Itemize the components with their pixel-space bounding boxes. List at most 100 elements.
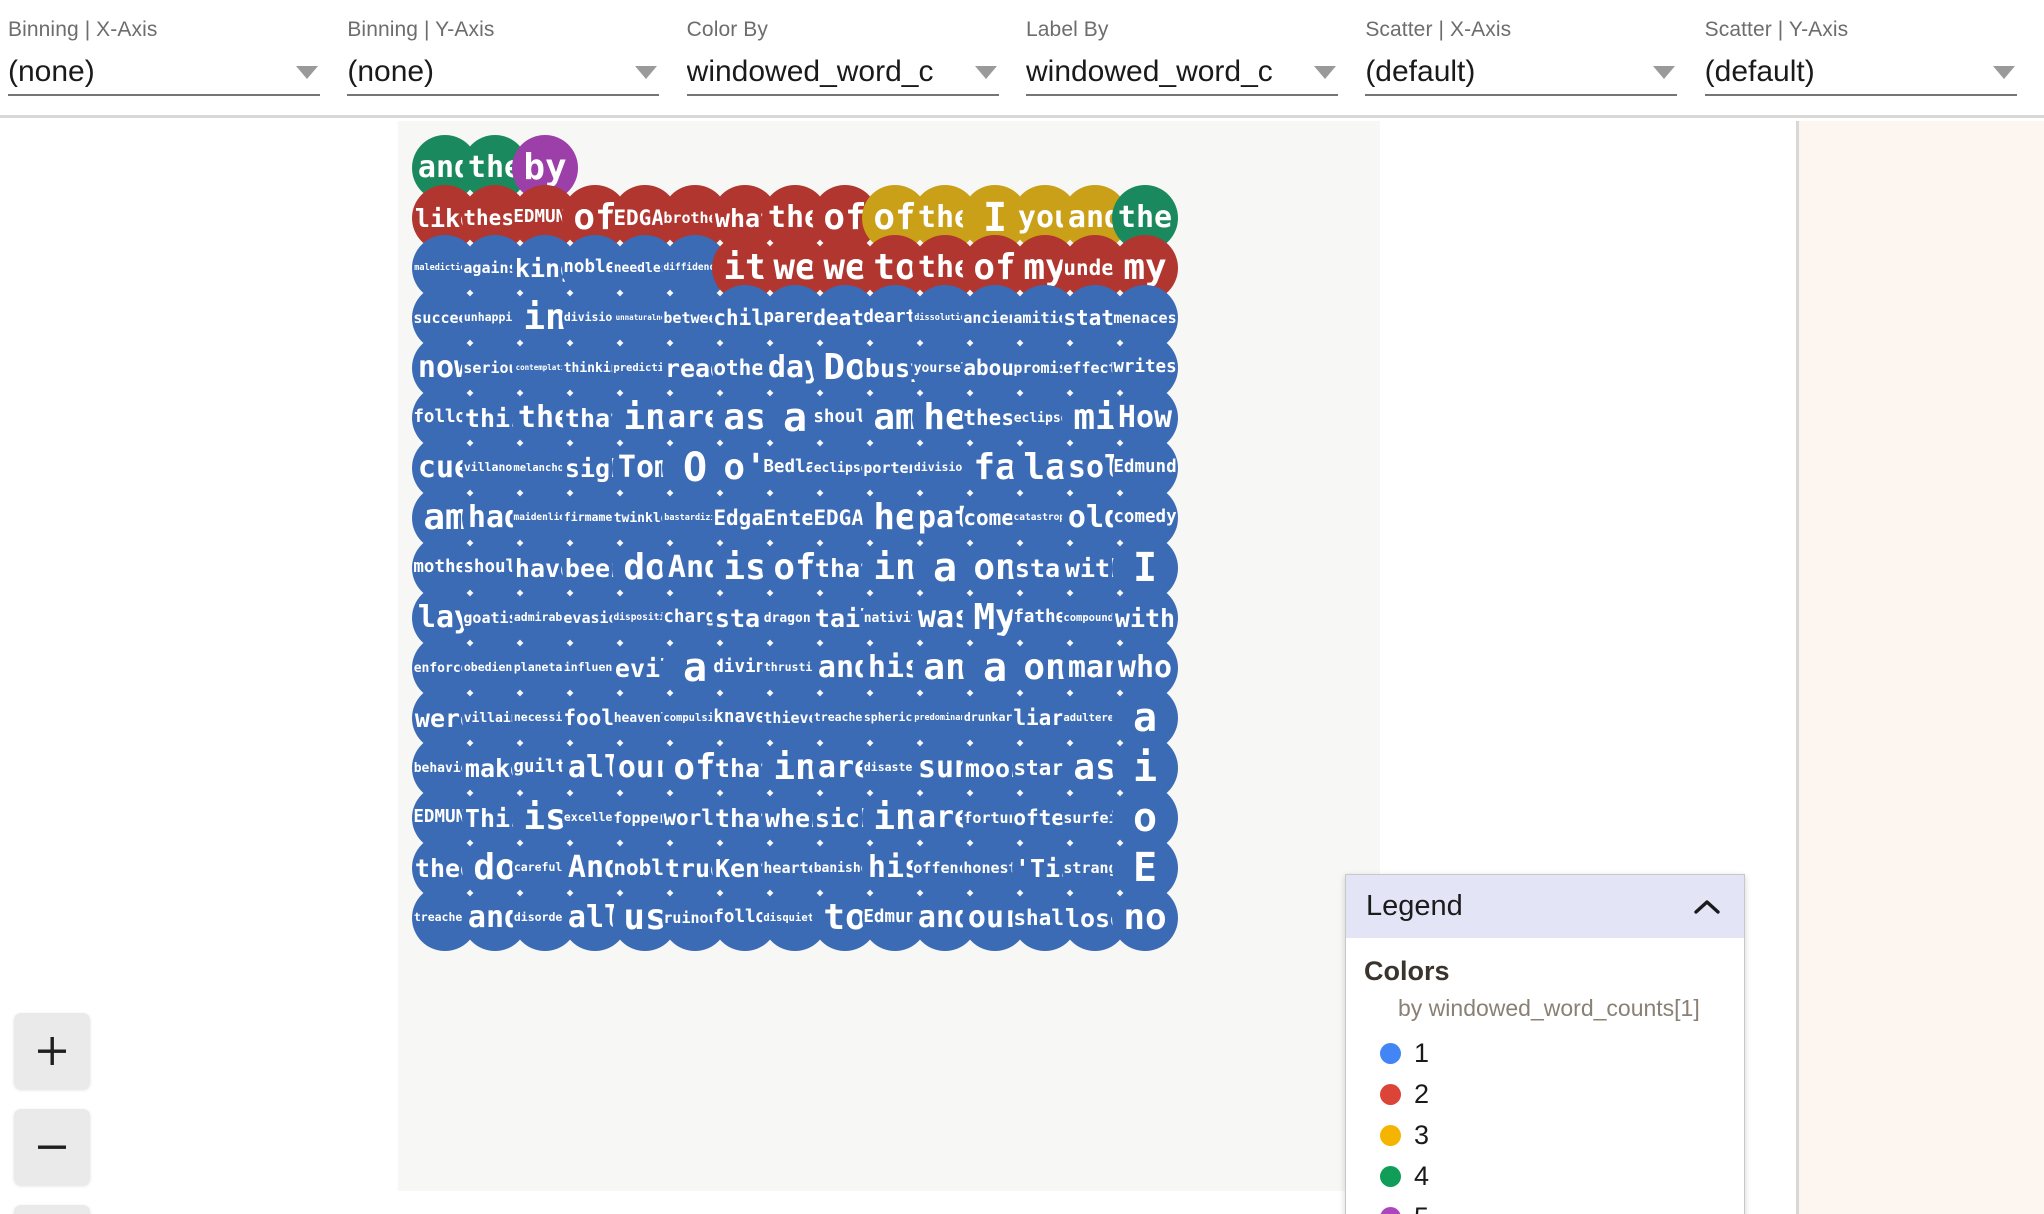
bubble-label: a: [782, 395, 808, 441]
bubble-label: in: [623, 397, 667, 438]
color-by-select[interactable]: windowed_word_c: [686, 50, 999, 96]
binning-x-axis-label: Binning | X-Axis: [8, 18, 158, 41]
bubble-label: E: [1132, 845, 1158, 891]
bubble-label: I: [982, 195, 1008, 241]
zoom-in-button[interactable]: [14, 1013, 90, 1089]
bubble-point[interactable]: us: [612, 885, 678, 951]
right-side-panel: [1796, 121, 2044, 1214]
bubble-point[interactable]: father: [1012, 585, 1078, 651]
bubble-point[interactable]: writes: [1112, 335, 1178, 401]
legend-panel[interactable]: Legend Colors by windowed_word_counts[1]…: [1345, 874, 1745, 1214]
legend-header[interactable]: Legend: [1346, 875, 1744, 938]
bubble-label: excellent: [563, 810, 627, 825]
bubble-label: How: [1117, 400, 1173, 435]
chevron-down-icon[interactable]: [635, 65, 658, 79]
bubble-point[interactable]: who: [1112, 635, 1178, 701]
legend-item[interactable]: 4: [1380, 1161, 1744, 1192]
bubble-label: Enter: [763, 505, 827, 530]
label-by-label: Label By: [1025, 18, 1109, 41]
reset-zoom-button[interactable]: [14, 1205, 90, 1214]
bubble-point[interactable]: eclipses: [812, 435, 878, 501]
bubble-label: shall: [1013, 905, 1077, 930]
bubble-label: noble: [613, 855, 677, 880]
bubble-label: as: [1073, 747, 1117, 788]
bubble-label: of: [573, 197, 617, 238]
bubble-label: EDGAR: [613, 205, 677, 230]
binning-y-axis-control: Binning | Y-Axis(none): [347, 0, 686, 118]
bubble-label: he: [923, 397, 967, 438]
bubble-label: eclipses: [813, 460, 877, 476]
chevron-down-icon[interactable]: [974, 65, 997, 79]
chevron-down-icon[interactable]: [1313, 65, 1336, 79]
bubble-label: who: [1117, 650, 1173, 685]
legend-item[interactable]: 1: [1380, 1038, 1744, 1069]
bubble-label: evasion: [563, 608, 627, 627]
bubble-label: state: [1063, 305, 1127, 330]
bubble-label: fools: [563, 705, 627, 730]
bubble-label: heavenly: [613, 710, 677, 726]
binning-y-axis-select[interactable]: (none): [347, 50, 660, 96]
bubble-label: a: [932, 545, 958, 591]
bubble-label: serious: [463, 358, 527, 377]
bubble-label: of: [873, 197, 917, 238]
bubble-label: us: [623, 897, 667, 938]
bubble-label: in: [523, 297, 567, 338]
bubble-point[interactable]: about: [962, 335, 1028, 401]
bubble-point[interactable]: with: [1112, 585, 1178, 651]
zoom-out-button[interactable]: [14, 1109, 90, 1185]
bubble-label: a: [982, 645, 1008, 691]
legend-item[interactable]: 5: [1380, 1202, 1744, 1214]
bubble-point[interactable]: surfeit: [1062, 785, 1128, 851]
bubble-label: needless: [613, 260, 677, 276]
bubble-label: of: [773, 547, 817, 588]
chevron-down-icon[interactable]: [1992, 65, 2015, 79]
bubble-point[interactable]: to: [862, 235, 928, 301]
scatter-x-axis-select[interactable]: (default): [1365, 50, 1678, 96]
chevron-up-icon[interactable]: [1692, 897, 1722, 917]
bubble-point[interactable]: i: [1112, 735, 1178, 801]
scatter-y-axis-select[interactable]: (default): [1704, 50, 2017, 96]
bubble-point[interactable]: menaces: [1112, 285, 1178, 351]
bubble-label: strange: [1063, 858, 1127, 877]
bubble-point[interactable]: strange: [1062, 835, 1128, 901]
bubble-label: diffidences: [663, 262, 727, 274]
chevron-down-icon[interactable]: [1653, 65, 1676, 79]
bubble-label: succeed: [413, 308, 477, 327]
bubble-label: should: [463, 557, 527, 578]
bubble-label: la: [1023, 447, 1067, 488]
bubble-label: on: [973, 547, 1017, 588]
bubble-label: My: [973, 597, 1017, 638]
bubble-point[interactable]: that: [562, 385, 628, 451]
chevron-down-icon[interactable]: [296, 65, 318, 79]
bubble-label: spherical: [863, 710, 927, 725]
bubble-label: ruinous: [663, 908, 727, 927]
bubble-label: a: [682, 645, 708, 691]
bubble-label: o: [1132, 795, 1158, 841]
bubble-label: disasters: [863, 760, 927, 775]
bubble-label: in: [773, 747, 817, 788]
bubble-point[interactable]: no: [1112, 885, 1178, 951]
legend-item[interactable]: 3: [1380, 1120, 1744, 1151]
bubble-point[interactable]: is: [712, 535, 778, 601]
bubble-label: ancient: [963, 308, 1027, 327]
bubble-label: offence: [913, 858, 977, 877]
bubble-point[interactable]: of: [762, 535, 828, 601]
bubble-point[interactable]: treachery: [412, 885, 478, 951]
scatter-x-axis-value: (default): [1365, 55, 1476, 88]
bubble-label: to: [873, 247, 917, 288]
bubble-label: disorders: [513, 910, 577, 925]
bubble-label: Edmund: [863, 907, 927, 928]
bubble-label: in: [873, 797, 917, 838]
bubble-label: menaces: [1113, 308, 1177, 327]
label-by-select[interactable]: windowed_word_c: [1025, 50, 1338, 96]
bubble-point[interactable]: a: [1112, 685, 1178, 751]
bubble-label: to: [823, 897, 867, 938]
bubble-point[interactable]: Edgar: [712, 485, 778, 551]
legend-item[interactable]: 2: [1380, 1079, 1744, 1110]
bubble-label: we: [823, 247, 867, 288]
binning-x-axis-select[interactable]: (none): [8, 50, 320, 96]
bubble-point[interactable]: of: [562, 185, 628, 251]
bubble-label: compulsion: [663, 711, 727, 724]
